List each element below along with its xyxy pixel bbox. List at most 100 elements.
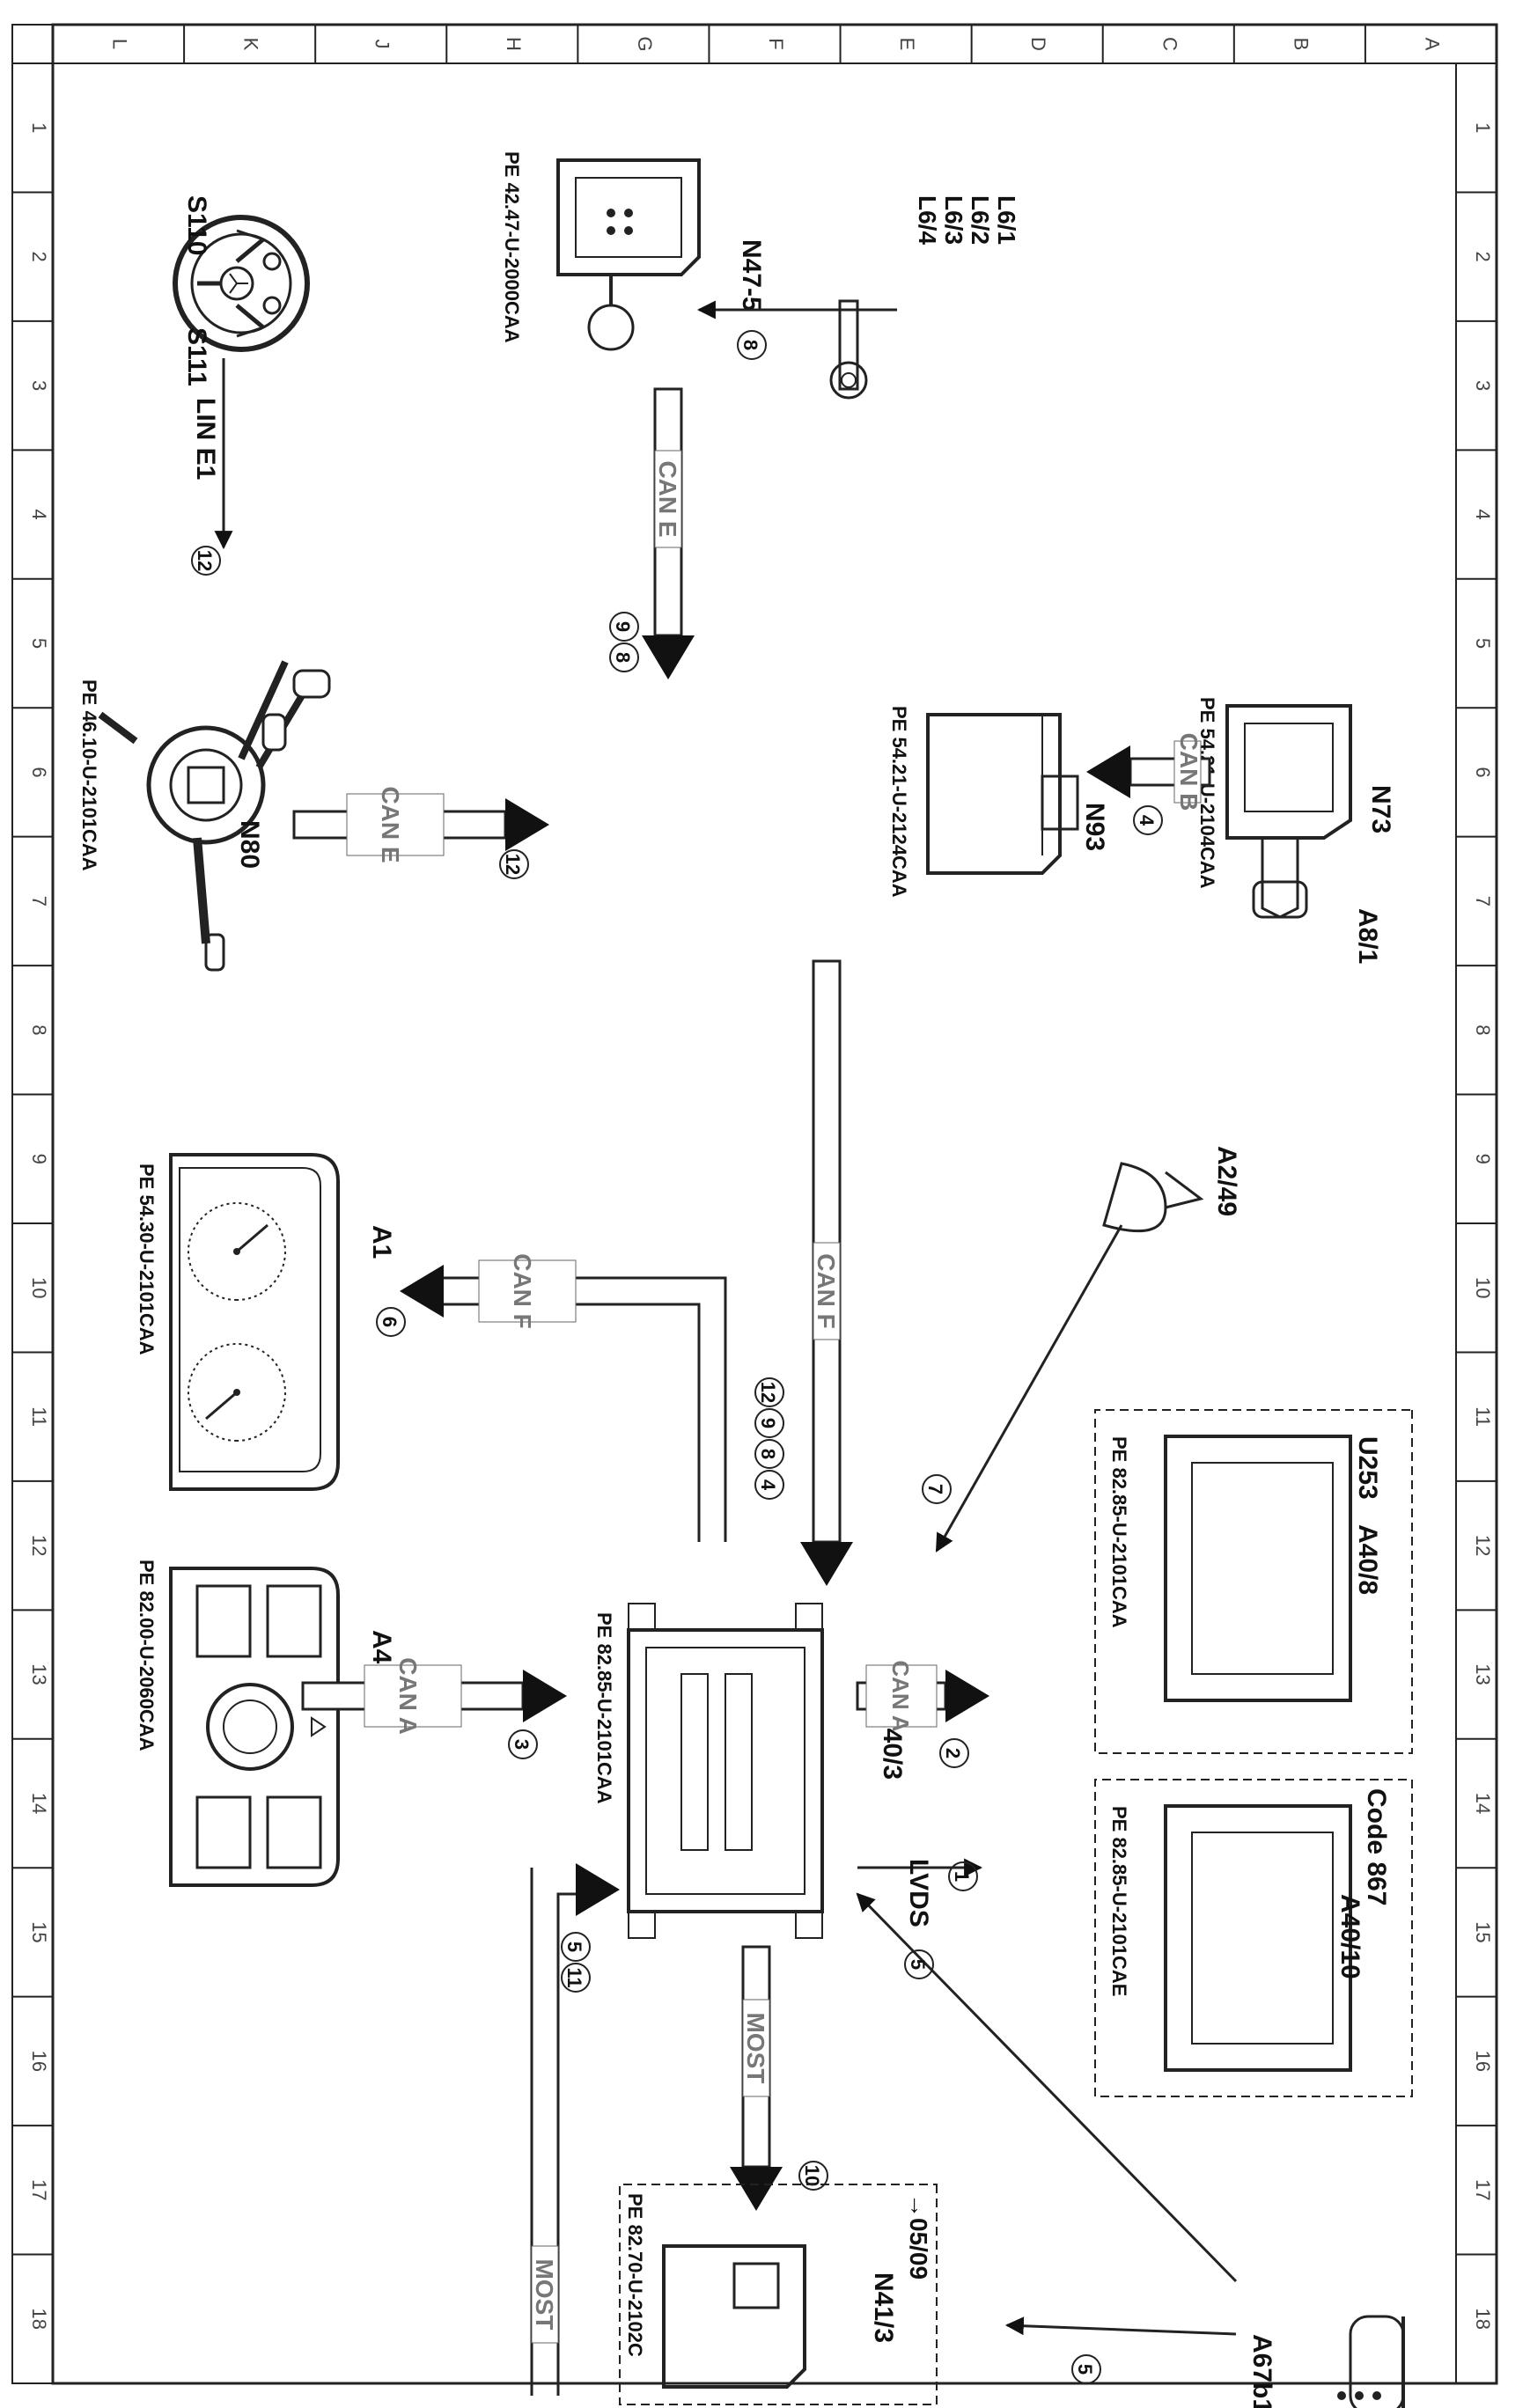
svg-text:5: 5 (563, 1942, 585, 1952)
ref-n93: PE 54.21-U-2124CAA (888, 706, 910, 898)
circled-number: 6 (376, 1307, 406, 1337)
svg-text:11: 11 (563, 1967, 585, 1987)
grid-number-right-18: 18 (1472, 2309, 1494, 2330)
grid-ticks (12, 25, 1497, 2256)
grid-letter-A: A (1421, 38, 1443, 51)
circled-number: 2 (939, 1738, 969, 1768)
label-can-a-left: CAN A (394, 1657, 422, 1735)
grid-number-right-12: 12 (1472, 1535, 1494, 1556)
grid-number-left-3: 3 (28, 380, 50, 391)
grid-number-left-11: 11 (28, 1406, 50, 1427)
grid-number-right-7: 7 (1472, 896, 1494, 907)
can-e-mid-arrowhead (505, 798, 549, 851)
a67b1-to-a40-3-arrow (856, 1892, 1238, 2283)
label-n41-3: N41/3 (869, 2272, 898, 2343)
svg-text:7: 7 (924, 1484, 946, 1494)
a40-8-display-icon (1164, 1435, 1352, 1702)
svg-text:10: 10 (801, 2165, 823, 2186)
grid-number-left-1: 1 (28, 122, 50, 133)
grid-number-left-18: 18 (28, 2309, 50, 2330)
steering-wheel-switches-icon (173, 215, 310, 352)
label-l6-3: L6/3 (940, 195, 967, 245)
grid-number-right-15: 15 (1472, 1921, 1494, 1942)
n47-5-module-icon (556, 158, 701, 351)
circled-number: 5 (561, 1932, 591, 1962)
circled-number: 9 (609, 612, 639, 642)
can-f-a1-arrowhead (400, 1265, 444, 1318)
label-most-right: MOST (742, 2013, 769, 2084)
label-n93: N93 (1080, 803, 1109, 851)
a40-9-control-panel-icon (169, 1567, 340, 1887)
grid-letter-G: G (634, 36, 656, 51)
circled-number: 8 (754, 1439, 784, 1469)
label-can-e-top: CAN E (654, 460, 681, 537)
label-can-b: CAN B (1175, 733, 1203, 811)
circled-number: 5 (904, 1949, 934, 1979)
grid-number-right-16: 16 (1472, 2051, 1494, 2072)
grid-letter-E: E (896, 38, 918, 51)
ref-n41-3: PE 82.70-U-2102C (624, 2193, 646, 2357)
grid-number-left-8: 8 (28, 1024, 50, 1035)
a67b1-to-n41-arrow (1004, 2316, 1237, 2336)
circled-number: 10 (798, 2161, 828, 2191)
label-a2-49: A2/49 (1212, 1146, 1241, 1216)
label-code-867: Code 867 (1362, 1788, 1391, 1905)
l6-wheel-sensor-icon (829, 299, 868, 400)
grid-letter-K: K (240, 38, 262, 51)
label-n73: N73 (1366, 785, 1395, 833)
circled-number: 4 (1133, 805, 1163, 835)
label-a67b1: A67b1 (1247, 2334, 1276, 2408)
grid-number-left-2: 2 (28, 252, 50, 262)
label-n41-3-date: →05/09 (905, 2193, 932, 2280)
ref-a40-8: PE 82.85-U-2101CAA (1108, 1436, 1130, 1628)
grid-number-left-4: 4 (28, 509, 50, 519)
n41-3-module-icon (662, 2244, 806, 2389)
svg-text:2: 2 (942, 1748, 964, 1758)
grid-number-right-17: 17 (1472, 2179, 1494, 2200)
circled-number: 12 (754, 1377, 784, 1407)
a67b1-camera-icon (1337, 2315, 1405, 2408)
n93-central-gateway-icon (926, 713, 1079, 875)
can-b-arrowhead (1086, 745, 1130, 798)
u253-dashed-box (1094, 1409, 1413, 1754)
ref-a40-10: PE 82.85-U-2101CAE (1108, 1806, 1130, 1996)
circled-number: 12 (499, 849, 529, 879)
label-a8-1: A8/1 (1353, 908, 1382, 964)
circled-number: 5 (1071, 2354, 1101, 2384)
can-f-main-arrowhead (800, 1542, 853, 1586)
grid-number-right-10: 10 (1472, 1277, 1494, 1298)
grid-number-right-4: 4 (1472, 509, 1494, 519)
svg-text:9: 9 (612, 621, 634, 632)
grid-number-right-6: 6 (1472, 767, 1494, 777)
grid-letter-D: D (1027, 37, 1049, 51)
svg-text:4: 4 (757, 1479, 779, 1491)
circled-number: 1 (948, 1861, 978, 1891)
ref-a40-9: PE 82.00-U-2060CAA (136, 1560, 158, 1751)
grid-number-right-13: 13 (1472, 1663, 1494, 1685)
can-a-left-arrowhead (523, 1670, 567, 1722)
grid-number-left-12: 12 (28, 1535, 50, 1556)
svg-text:12: 12 (502, 854, 524, 875)
n41-3-dashed-box (619, 2184, 938, 2405)
grid-number-left-13: 13 (28, 1663, 50, 1685)
most-right-arrowhead (730, 2167, 783, 2211)
grid-number-left-14: 14 (28, 1793, 50, 1814)
label-l6-2: L6/2 (967, 195, 994, 245)
grid-letter-C: C (1159, 37, 1181, 51)
grid-letter-B: B (1290, 38, 1312, 51)
grid-number-left-17: 17 (28, 2179, 50, 2200)
label-most-left: MOST (531, 2259, 558, 2331)
label-a40-8: A40/8 (1353, 1524, 1382, 1595)
grid-number-left-5: 5 (28, 638, 50, 649)
circled-number: 7 (922, 1474, 952, 1504)
a40-3-head-unit-icon (627, 1603, 824, 1939)
n80-steering-column-module-icon (98, 660, 331, 972)
grid-number-right-2: 2 (1472, 252, 1494, 262)
a2-49-antenna-icon (1102, 1162, 1204, 1233)
label-lin-e1: LIN E1 (191, 398, 220, 480)
svg-text:3: 3 (511, 1739, 533, 1750)
circled-number: 4 (754, 1470, 784, 1500)
